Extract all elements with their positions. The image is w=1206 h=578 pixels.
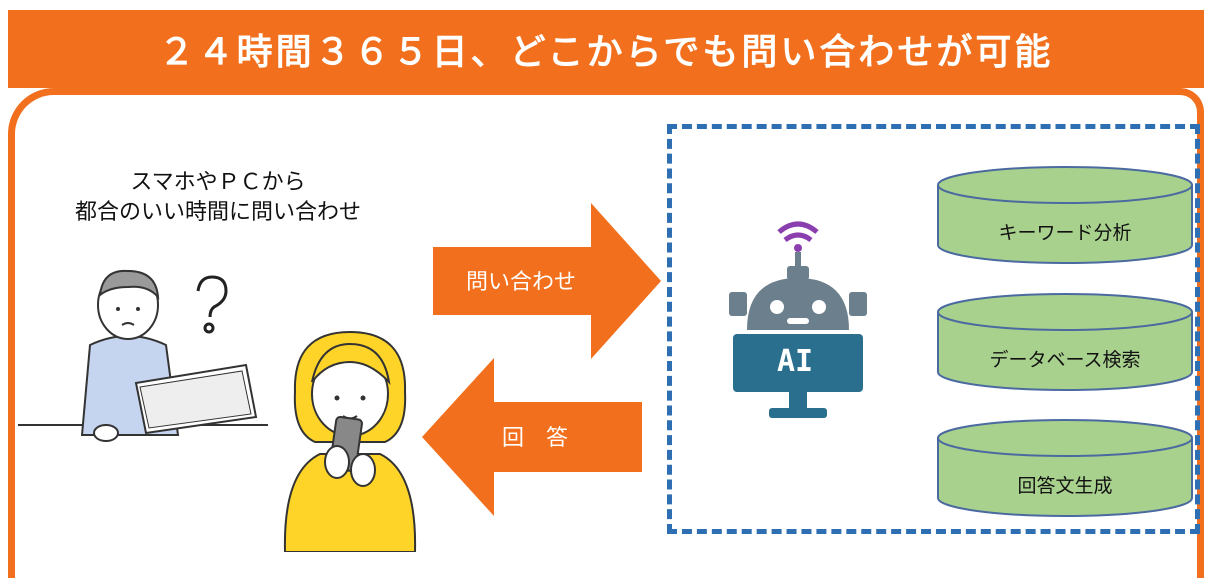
process-label-keyword-analysis: キーワード分析: [998, 222, 1132, 244]
panel-frame: [8, 88, 1204, 578]
answer-generation-cylinder: [937, 419, 1193, 517]
caption-line-2: 都合のいい時間に問い合わせ: [74, 200, 361, 225]
ai-system-box: [667, 124, 1200, 534]
ai-robot-icon: [729, 221, 867, 418]
database-search-cylinder: [937, 293, 1193, 391]
ai-robot-label: AI: [777, 344, 814, 379]
process-label-database-search: データベース検索: [989, 349, 1141, 371]
user-caption: スマホやＰＣから 都合のいい時間に問い合わせ: [18, 168, 418, 228]
process-label-answer-generation: 回答文生成: [1017, 475, 1113, 497]
man-with-laptop-illustration: [18, 269, 268, 442]
answer-arrow-label: 回 答: [502, 426, 569, 451]
caption-line-1: スマホやＰＣから: [130, 170, 306, 195]
inquiry-arrow-label: 問い合わせ: [466, 270, 577, 295]
keyword-analysis-cylinder: [937, 166, 1193, 264]
page-title: ２４時間３６５日、どこからでも問い合わせが可能: [158, 32, 1054, 73]
header-banner: ２４時間３６５日、どこからでも問い合わせが可能: [8, 10, 1204, 88]
inquiry-arrow: [433, 203, 661, 359]
answer-arrow: [422, 358, 642, 516]
woman-with-smartphone-illustration: [283, 330, 417, 552]
question-mark-icon: [196, 275, 228, 334]
